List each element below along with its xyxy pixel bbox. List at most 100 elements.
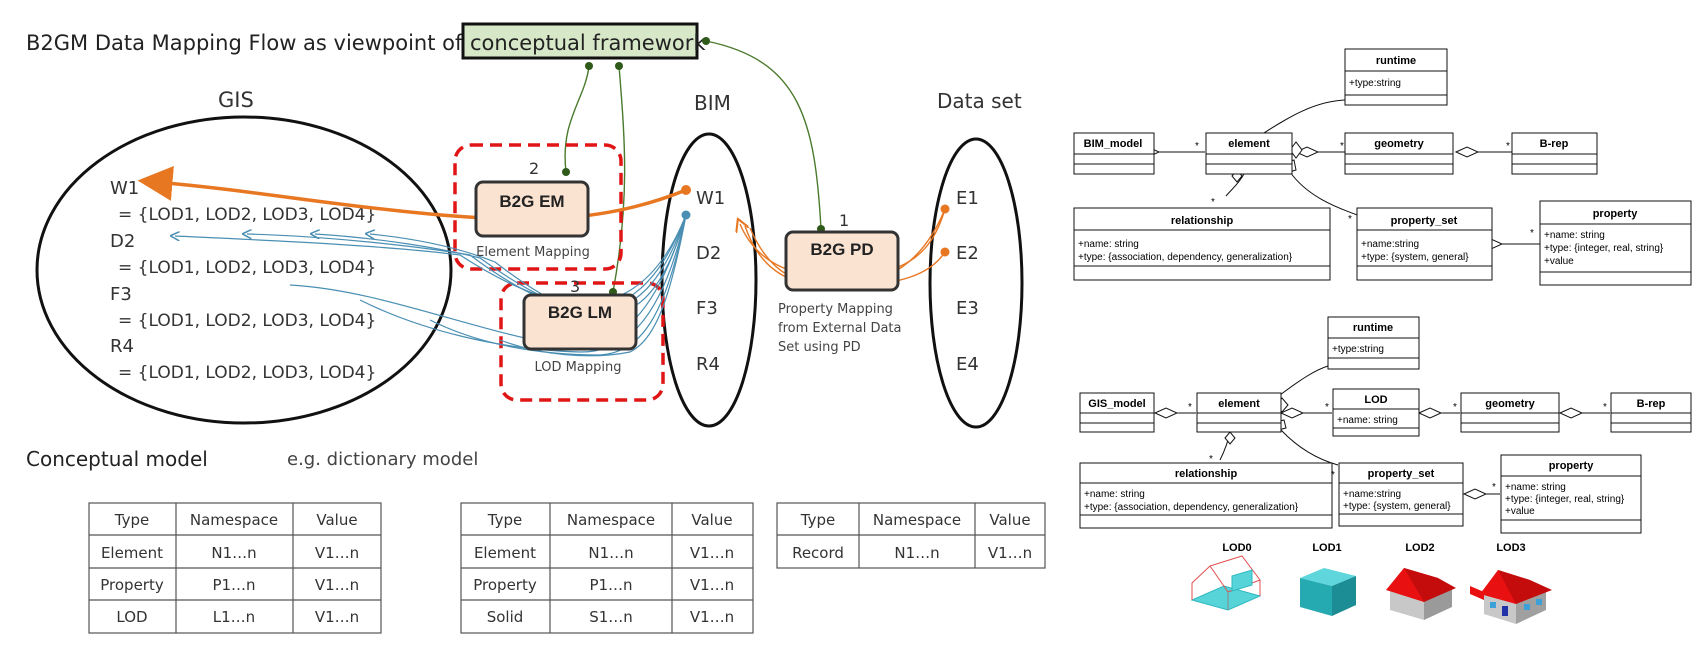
uml-multiplicities: * * * * * *: [1195, 141, 1534, 239]
title-highlight-box: [461, 22, 699, 60]
uml-attr: +type: {association, dependency, general…: [1078, 252, 1293, 263]
uml-class-property-set: property_set +name:string +type: {system…: [1356, 207, 1493, 281]
uml-class-name: runtime: [1353, 322, 1393, 334]
lod-line: [247, 214, 687, 310]
uml-attr: +name:string: [1361, 239, 1419, 250]
multiplicity: *: [1188, 402, 1192, 413]
link-em: [564, 65, 590, 173]
lod-label: LOD1: [1312, 542, 1341, 554]
mapper-box: [522, 293, 638, 351]
uml-diamond: [1279, 407, 1305, 419]
uml-class-name: B-rep: [1540, 138, 1569, 150]
bim-ellipse: [660, 132, 758, 428]
uml-diamond: [1454, 146, 1480, 158]
uml-class-name: property_set: [1391, 215, 1458, 227]
uml-class-property: property +name: string +type: {integer, …: [1500, 454, 1642, 534]
uml-class-name: property: [1593, 208, 1639, 220]
table-cell: Solid: [487, 608, 524, 626]
table-header: Namespace: [873, 511, 961, 529]
uml-gis-boxes: runtime +type:string GIS_model element L…: [1079, 316, 1692, 534]
table-cell: V1…n: [315, 576, 359, 594]
uml-class-model: BIM_model: [1073, 132, 1155, 175]
uml-diamond: [1153, 407, 1179, 419]
multiplicity: *: [1340, 141, 1344, 152]
mapper-number: 1: [839, 211, 849, 230]
uml-class-name: runtime: [1376, 55, 1416, 67]
framework-links: [564, 40, 822, 293]
table-cell: Element: [101, 544, 163, 562]
bim-item: F3: [696, 298, 718, 319]
link-dot: [615, 62, 623, 70]
table-header: Value: [316, 511, 357, 529]
table-header: Namespace: [567, 511, 655, 529]
dataset-item: E1: [956, 188, 979, 209]
uml-attr: +type: {association, dependency, general…: [1084, 502, 1299, 513]
gis-group: GIS W1 = {LOD1, LOD2, LOD3, LOD4} D2 = {…: [35, 88, 453, 425]
title-prefix: B2GM Data Mapping Flow as viewpoint of: [26, 31, 463, 55]
mapper-caption: Property Mapping: [778, 302, 893, 317]
table-cell: N1…n: [894, 544, 939, 562]
uml-assoc: [1280, 429, 1339, 466]
mapper-number: 3: [570, 277, 580, 296]
lod0-house-icon: [1190, 555, 1262, 611]
lod-label: LOD0: [1222, 542, 1251, 554]
link-pd: [705, 40, 822, 230]
lod2-house-icon: [1386, 568, 1456, 620]
element-mapping-line: [137, 166, 687, 221]
mapping-table: Type Namespace Value Record N1…n V1…n: [776, 502, 1046, 569]
table-header: Namespace: [190, 511, 278, 529]
uml-attr: +name: string: [1084, 489, 1145, 500]
lod-label: LOD3: [1496, 542, 1525, 554]
conceptual-heading: Conceptual model: [26, 447, 208, 471]
multiplicity: *: [1348, 214, 1352, 225]
uml-diamond: [1462, 488, 1488, 500]
mapper-box: [784, 230, 900, 292]
uml-class-element: element: [1205, 132, 1293, 175]
uml-attr: +type:string: [1332, 344, 1384, 355]
mapper-em: 2 B2G EM Element Mapping: [474, 159, 590, 260]
mapper-caption: Element Mapping: [476, 245, 590, 260]
link-dot: [562, 168, 570, 176]
mapper-caption: LOD Mapping: [535, 360, 622, 375]
uml-attr: +type:string: [1349, 78, 1401, 89]
diagram-title: B2GM Data Mapping Flow as viewpoint of c…: [26, 22, 706, 60]
uml-class-relationship: relationship +name: string +type: {assoc…: [1079, 462, 1333, 529]
table-cell: V1…n: [315, 544, 359, 562]
uml-attr: +value: [1505, 506, 1535, 517]
multiplicity: *: [1530, 228, 1534, 239]
uml-class-name: property: [1549, 460, 1595, 472]
gis-entry-name: F3: [110, 284, 132, 305]
gis-entry-name: R4: [110, 336, 134, 357]
gis-entry-name: W1: [110, 178, 139, 199]
uml-attr: +type: {system, general}: [1361, 252, 1469, 263]
table-header: Value: [989, 511, 1030, 529]
uml-class-geometry: geometry: [1344, 132, 1454, 175]
uml-attr: +name: string: [1505, 482, 1566, 493]
uml-class-property-set: property_set +name:string +type: {system…: [1338, 462, 1464, 527]
lod-line: [175, 214, 687, 304]
uml-class-element: element: [1196, 392, 1282, 433]
uml-multiplicities: * * * * * * *: [1188, 402, 1607, 493]
gis-entry-name: D2: [110, 231, 135, 252]
lod3-house-icon: [1470, 570, 1552, 624]
table-cell: Record: [792, 544, 844, 562]
lod-mapping-lines: [175, 214, 687, 357]
mapper-lm: 3 B2G LM LOD Mapping: [522, 277, 638, 375]
table-cell: LOD: [116, 608, 147, 626]
title-highlight: conceptual framework: [470, 31, 706, 55]
mapping-table: Type Namespace Value Element N1…n V1…n P…: [460, 502, 754, 634]
em-dashed-group: [453, 143, 623, 271]
lod1-block-icon: [1300, 568, 1356, 616]
table-cell: Property: [100, 576, 164, 594]
table-cell: Element: [474, 544, 536, 562]
uml-gis: [1153, 365, 1610, 500]
uml-attr: +type: {integer, real, string}: [1505, 494, 1625, 505]
uml-class-name: geometry: [1485, 398, 1535, 410]
table-header: Type: [800, 511, 835, 529]
multiplicity: *: [1209, 454, 1213, 465]
uml-class-name: LOD: [1364, 394, 1387, 406]
multiplicity: *: [1506, 141, 1510, 152]
gis-entry-lods: = {LOD1, LOD2, LOD3, LOD4}: [118, 311, 376, 331]
table-cell: P1…n: [589, 576, 632, 594]
multiplicity: *: [1603, 402, 1607, 413]
